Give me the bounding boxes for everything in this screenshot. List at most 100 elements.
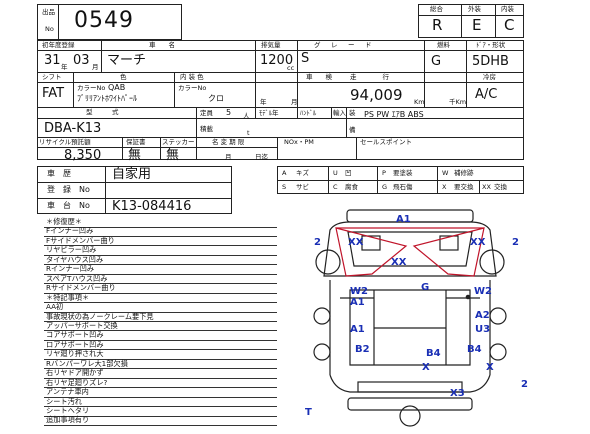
legend-p: P <box>382 169 386 177</box>
notes-rule <box>44 406 277 408</box>
shift-label: シフト <box>42 73 62 81</box>
overall-label: 総合 <box>430 5 443 13</box>
mark-2-rear: 2 <box>521 379 528 390</box>
mark-w2-right: W2 <box>474 286 492 297</box>
notes-rule <box>44 368 277 370</box>
mark-b4-center: B4 <box>426 348 441 359</box>
mark-a1-left-rear: A1 <box>350 324 365 335</box>
year-unit: 年 <box>61 63 68 71</box>
interior-grade: C <box>504 16 515 34</box>
handle-label: ﾊﾝﾄﾞﾙ <box>300 109 317 117</box>
note-item: Fサイドメンバー曲り <box>46 235 115 245</box>
note-item: AA初 <box>46 302 64 312</box>
note-item: Rバンパーワレ大1部欠損 <box>46 358 128 368</box>
load-unit: t <box>247 129 250 137</box>
recycle-label: リサイクル預託額 <box>39 138 91 146</box>
model-value: DBA-K13 <box>44 121 102 136</box>
legend-s: S <box>282 183 287 191</box>
note-item: シート汚れ <box>46 396 82 406</box>
note-item: ＊修復歴＊ <box>46 217 82 226</box>
notes-rule <box>44 396 277 398</box>
sticker-label: ステッカー <box>162 138 195 146</box>
color-no: QAB <box>108 83 126 92</box>
warranty-label: 保証書 <box>126 138 146 146</box>
notes-rule <box>44 415 277 417</box>
mark-xx-left: XX <box>348 237 364 248</box>
lot-label-bottom: No <box>45 25 54 33</box>
door-shape-label: ﾄﾞｱ・形状 <box>476 41 506 49</box>
legend-x: X <box>442 183 447 191</box>
note-item: ロアサポート凹み <box>46 339 104 349</box>
load-label: 積載 <box>200 125 213 133</box>
notes-rule <box>44 264 277 266</box>
km-unit: Km <box>414 98 425 106</box>
mark-b2: B2 <box>355 344 370 355</box>
ac-label: 冷房 <box>483 73 496 81</box>
note-item: 右リヤ足廻りズレ? <box>46 377 108 387</box>
lot-box <box>37 4 182 40</box>
lot-label-top: 出品 <box>42 8 55 16</box>
notes-rule <box>44 273 277 275</box>
capacity-label: 定員 <box>200 109 213 117</box>
nc-month-unit: 月 <box>225 153 232 161</box>
note-item: コアサポート凹み <box>46 330 104 340</box>
cc-unit: cc <box>287 64 295 72</box>
legend-xx: XX <box>482 183 491 191</box>
notes-rule <box>44 358 277 360</box>
nox-label: NOx・PM <box>284 138 314 146</box>
equipment-value: PS PW ｴｱB ABS <box>364 110 424 119</box>
int-color-no-label: カラーNo <box>178 84 207 92</box>
mark-2-right: 2 <box>512 237 519 248</box>
mark-b4-right: B4 <box>467 344 482 355</box>
warranty-value: 無 <box>128 148 142 163</box>
name-change-label: 名 変 期 限 <box>212 138 245 146</box>
legend-a-text: キズ <box>296 169 309 177</box>
car-name-label: 車 名 <box>149 41 175 49</box>
first-reg-label: 初年度登録 <box>42 41 75 49</box>
ac-value: A/C <box>475 87 498 102</box>
mark-a1-front: A1 <box>396 214 411 225</box>
note-item: Fインナー凹み <box>46 226 94 236</box>
notes-rule <box>44 283 277 285</box>
grade-box <box>418 4 524 38</box>
legend-xx-text: 交換 <box>494 183 507 191</box>
legend-c-text: 腐食 <box>345 183 358 191</box>
capacity-unit: 人 <box>243 112 250 120</box>
grade-value: S <box>301 51 310 66</box>
note-item: 右リヤドア開かず <box>46 368 104 378</box>
mark-xx-right: XX <box>470 237 486 248</box>
displacement-label: 排気量 <box>261 41 281 49</box>
legend-x-text: 要交換 <box>454 183 474 191</box>
note-item: Rサイドメンバー曲り <box>46 283 116 293</box>
model-change-label: ﾓﾃﾞﾙ年 <box>259 109 279 117</box>
import-label: 輸入 <box>333 109 346 117</box>
notes-rule <box>44 302 277 304</box>
inspection-label: 車 検 <box>306 73 332 81</box>
notes-rule <box>44 330 277 332</box>
equipment-label: 装 <box>349 109 356 117</box>
first-reg-month: 03 <box>73 53 90 68</box>
k-km-unit: 千Km <box>449 98 467 106</box>
recycle-value: 8,350 <box>64 148 102 163</box>
note-item: アンテナ車内 <box>46 387 89 397</box>
mark-xx-center: XX <box>391 257 407 268</box>
main-grid <box>37 40 524 160</box>
mark-x-center: X <box>422 362 430 373</box>
mark-a2: A2 <box>475 310 490 321</box>
legend-u: U <box>333 169 338 177</box>
displacement: 1200 <box>260 53 294 68</box>
exterior-grade: E <box>472 16 482 34</box>
notes-rule <box>44 339 277 341</box>
lot-number: 0549 <box>74 8 134 33</box>
note-item: アッパーサポート交換 <box>46 320 118 330</box>
history-label: 車 歴 <box>47 169 71 178</box>
notes-rule <box>44 235 277 237</box>
mark-g: G <box>421 282 430 293</box>
reg-box <box>37 166 232 214</box>
legend-s-text: サビ <box>296 183 309 191</box>
note-item: 事故現状の為ノークレーム要下見 <box>46 311 154 321</box>
car-name: マーチ <box>107 53 147 68</box>
reg-no-label: 登 録 No <box>47 185 90 194</box>
sales-point-label: セールスポイント <box>360 138 412 146</box>
exterior-label: 外装 <box>468 5 481 13</box>
